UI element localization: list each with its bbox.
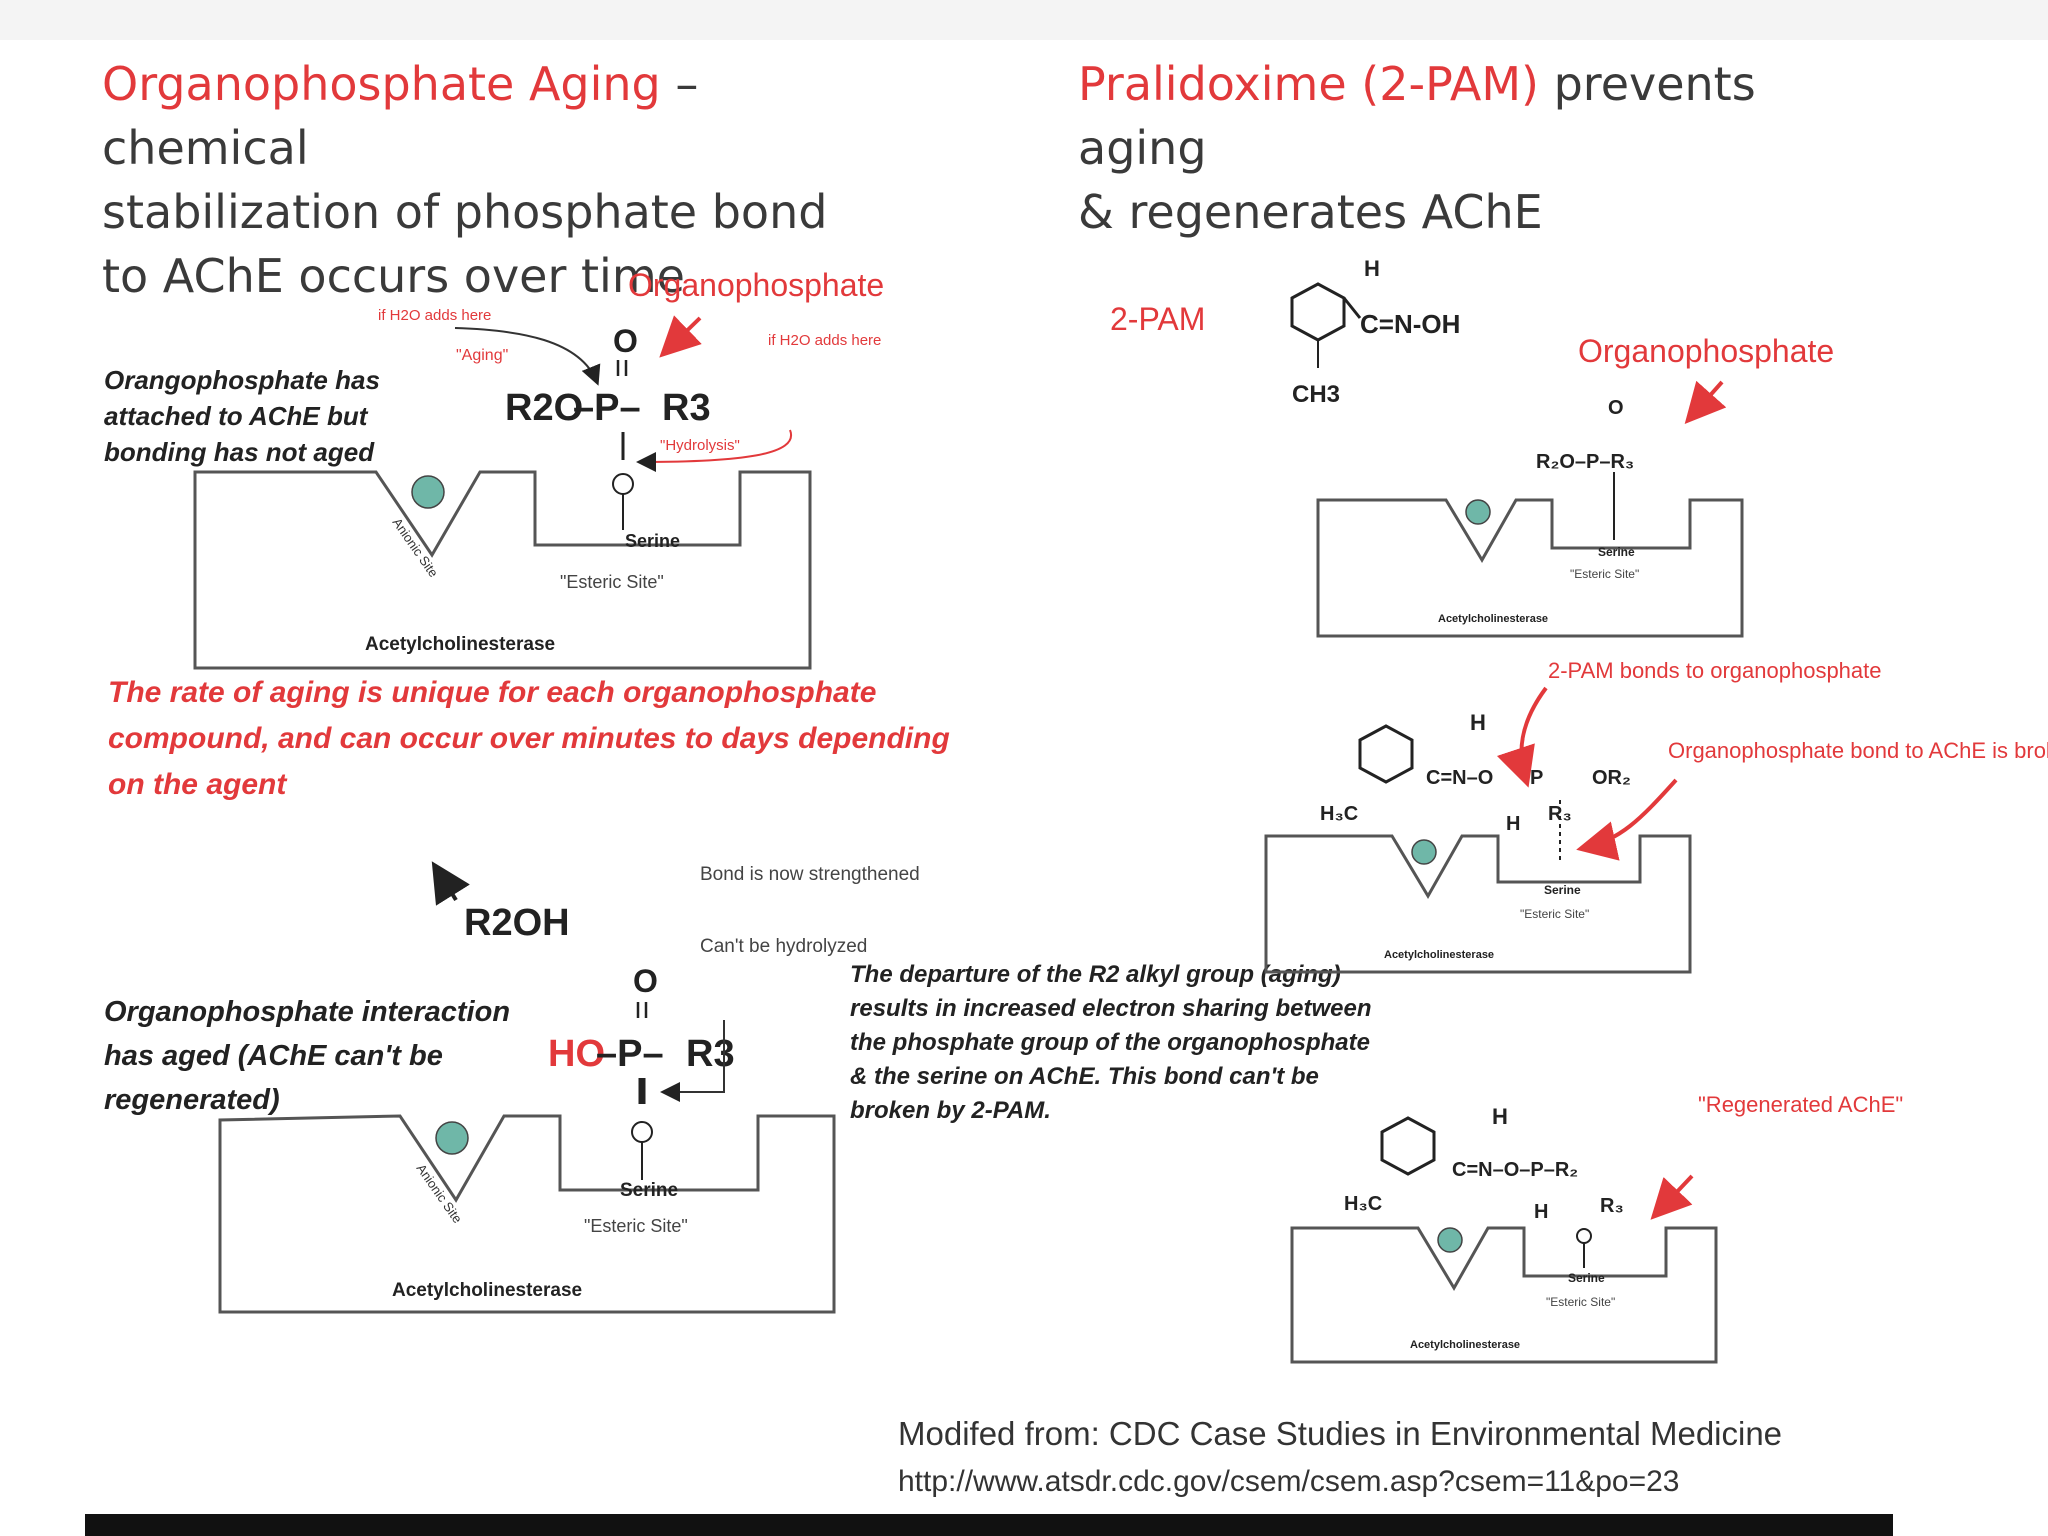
svg-text:H₃C: H₃C xyxy=(1320,803,1358,825)
anionic-site-label: Anionic Site xyxy=(390,515,442,580)
step1-enzyme: R₂O–P–R₃ O Serine "Esteric Site" Acetylc… xyxy=(1316,397,1744,638)
svg-text:Acetylcholinesterase: Acetylcholinesterase xyxy=(1438,613,1548,625)
svg-text:"Esteric Site": "Esteric Site" xyxy=(1546,1295,1615,1309)
svg-text:R₂O–P–R₃: R₂O–P–R₃ xyxy=(1536,451,1634,473)
esteric-site-label: "Esteric Site" xyxy=(560,572,664,592)
aged-enzyme-label: Acetylcholinesterase xyxy=(392,1280,582,1301)
svg-text:Serine: Serine xyxy=(1598,545,1635,559)
left-title: Organophosphate Aging – chemical stabili… xyxy=(102,52,902,308)
svg-text:Anionic Site: Anionic Site xyxy=(414,1161,466,1226)
methyl-group: CH3 xyxy=(1292,381,1340,408)
svg-text:"Esteric Site": "Esteric Site" xyxy=(1520,907,1589,921)
credit-url: http://www.atsdr.cdc.gov/csem/csem.asp?c… xyxy=(898,1465,1680,1498)
pam-bonds-note: 2-PAM bonds to organophosphate xyxy=(1548,658,1882,683)
aging-label: "Aging" xyxy=(456,347,508,364)
serine-label: Serine xyxy=(625,531,680,551)
op-label-right: Organophosphate xyxy=(1578,333,1834,369)
svg-text:R₃: R₃ xyxy=(1600,1195,1624,1217)
aged-formula-ho: HO xyxy=(548,1033,605,1075)
aged-serine-label: Serine xyxy=(620,1180,678,1201)
credit-line1: Modifed from: CDC Case Studies in Enviro… xyxy=(898,1415,1783,1452)
step3-regenerated-enzyme: H₃C H C=N–O–P–R₂ R₃ H Serine "Esteric Si… xyxy=(1290,1092,1903,1364)
leaving-group: R2OH xyxy=(464,902,570,944)
formula-r2o: R2O xyxy=(505,387,583,429)
source-credit: Modifed from: CDC Case Studies in Enviro… xyxy=(898,1410,1898,1506)
bond-strengthened-note: Bond is now strengthened xyxy=(700,864,920,885)
svg-text:Serine: Serine xyxy=(1544,883,1581,897)
svg-text:H: H xyxy=(1506,813,1520,835)
svg-text:H: H xyxy=(1534,1201,1548,1223)
svg-text:O: O xyxy=(1608,397,1624,419)
right-title: Pralidoxime (2-PAM) prevents aging & reg… xyxy=(1078,52,1898,244)
rate-of-aging-note: The rate of aging is unique for each org… xyxy=(108,676,950,801)
left-title-highlight: Organophosphate Aging xyxy=(102,57,661,111)
svg-text:O: O xyxy=(633,963,658,999)
pralidoxime-structure: 2-PAM C=N-OH H CH3 Organophosphate xyxy=(1110,256,1834,424)
aged-esteric-site-label: "Esteric Site" xyxy=(584,1216,688,1236)
aged-enzyme-diagram: Anionic Site Serine "Esteric Site" Acety… xyxy=(218,861,920,1314)
svg-text:H: H xyxy=(1492,1104,1508,1129)
enzyme-label: Acetylcholinesterase xyxy=(365,634,555,655)
bottom-bar xyxy=(85,1514,1893,1536)
svg-text:OR₂: OR₂ xyxy=(1592,767,1631,789)
svg-text:Serine: Serine xyxy=(1568,1271,1605,1285)
water-adds-left: if H2O adds here xyxy=(378,307,491,324)
svg-text:P: P xyxy=(1530,767,1543,789)
unaged-enzyme-diagram: Anionic Site Serine "Esteric Site" Acety… xyxy=(193,267,884,670)
anionic-site-circle xyxy=(411,475,445,509)
svg-text:R₃: R₃ xyxy=(1548,803,1572,825)
formula-r3: R3 xyxy=(662,387,711,429)
unaged-note: Orangophosphate has attached to AChE but… xyxy=(104,365,380,467)
svg-text:H₃C: H₃C xyxy=(1344,1193,1382,1215)
organophosphate-pointer-label: Organophosphate xyxy=(628,267,884,303)
aged-note: Organophosphate interaction has aged (AC… xyxy=(104,996,511,1116)
left-title-line1-rest: – chemical xyxy=(102,57,699,175)
svg-text:H: H xyxy=(1364,256,1380,281)
svg-text:–P–: –P– xyxy=(596,1033,664,1075)
cant-hydrolyze-note: Can't be hydrolyzed xyxy=(700,936,867,957)
oxime-group: C=N-OH xyxy=(1360,309,1460,339)
regenerated-label: "Regenerated AChE" xyxy=(1698,1092,1903,1117)
svg-text:Acetylcholinesterase: Acetylcholinesterase xyxy=(1384,949,1494,961)
svg-text:C=N–O: C=N–O xyxy=(1426,767,1493,789)
water-adds-right: if H2O adds here xyxy=(768,332,881,349)
right-title-line2: & regenerates AChE xyxy=(1078,185,1543,239)
right-title-highlight: Pralidoxime (2-PAM) xyxy=(1078,57,1539,111)
hydrolysis-label: "Hydrolysis" xyxy=(660,437,740,454)
svg-text:"Esteric Site": "Esteric Site" xyxy=(1570,567,1639,581)
svg-text:C=N–O–P–R₂: C=N–O–P–R₂ xyxy=(1452,1159,1578,1181)
right-title-line1-rest: prevents aging xyxy=(1078,57,1756,175)
svg-text:Acetylcholinesterase: Acetylcholinesterase xyxy=(1410,1339,1520,1351)
phosphoryl-o: O xyxy=(613,323,638,359)
left-title-line3: to AChE occurs over time xyxy=(102,249,685,303)
departure-note: The departure of the R2 alkyl group (agi… xyxy=(850,961,1372,1124)
svg-text:–P–: –P– xyxy=(573,387,641,429)
bond-broken-note: Organophosphate bond to AChE is broken xyxy=(1668,738,2048,763)
top-margin xyxy=(0,0,2048,40)
step2-enzyme: H₃C H C=N–O P OR₂ R₃ H Serine "Esteric S… xyxy=(1264,658,2048,974)
pam-label: 2-PAM xyxy=(1110,301,1205,337)
aged-formula-r3: R3 xyxy=(686,1033,735,1075)
left-title-line2: stabilization of phosphate bond xyxy=(102,185,828,239)
svg-text:H: H xyxy=(1470,710,1486,735)
